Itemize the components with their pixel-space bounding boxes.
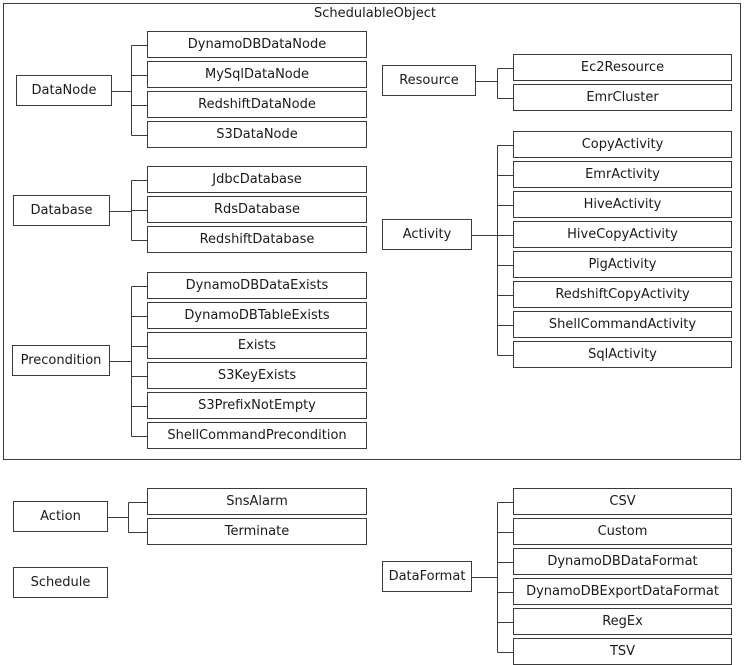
- node-dataformat-child-1[interactable]: Custom: [513, 518, 732, 545]
- node-precondition-child-4[interactable]: S3PrefixNotEmpty: [147, 392, 367, 419]
- node-resource-child-1[interactable]: EmrCluster: [513, 84, 732, 111]
- node-dataformat-child-4[interactable]: RegEx: [513, 608, 732, 635]
- node-label: EmrCluster: [586, 90, 659, 105]
- node-label: Database: [30, 203, 93, 218]
- node-label: ShellCommandPrecondition: [167, 428, 347, 443]
- node-label: RedshiftCopyActivity: [555, 287, 690, 302]
- node-label: RegEx: [602, 614, 643, 629]
- page-title: SchedulableObject: [314, 6, 436, 21]
- node-label: Exists: [237, 338, 277, 353]
- node-label: DynamoDBExportDataFormat: [526, 584, 719, 599]
- node-precondition-child-3[interactable]: S3KeyExists: [147, 362, 367, 389]
- node-action[interactable]: Action: [13, 501, 108, 532]
- node-activity-child-4[interactable]: PigActivity: [513, 251, 732, 278]
- node-label: CopyActivity: [581, 137, 664, 152]
- node-activity-child-7[interactable]: SqlActivity: [513, 341, 732, 368]
- node-label: EmrActivity: [585, 167, 660, 182]
- schedulable-object-frame: [3, 3, 741, 460]
- node-label: HiveCopyActivity: [567, 227, 678, 242]
- node-datanode-child-0[interactable]: DynamoDBDataNode: [147, 31, 367, 58]
- node-label: Action: [40, 509, 81, 524]
- node-label: Activity: [402, 227, 452, 242]
- node-database-child-2[interactable]: RedshiftDatabase: [147, 226, 367, 253]
- node-action-child-1[interactable]: Terminate: [147, 518, 367, 545]
- node-precondition-child-1[interactable]: DynamoDBTableExists: [147, 302, 367, 329]
- node-label: SnsAlarm: [226, 494, 288, 509]
- node-schedule[interactable]: Schedule: [13, 567, 108, 598]
- node-activity-child-6[interactable]: ShellCommandActivity: [513, 311, 732, 338]
- node-activity[interactable]: Activity: [382, 219, 472, 250]
- node-label: Precondition: [20, 353, 102, 368]
- node-label: SqlActivity: [588, 347, 657, 362]
- node-dataformat-child-5[interactable]: TSV: [513, 638, 732, 665]
- node-label: ShellCommandActivity: [548, 317, 697, 332]
- node-activity-child-1[interactable]: EmrActivity: [513, 161, 732, 188]
- node-datanode-child-3[interactable]: S3DataNode: [147, 121, 367, 148]
- node-label: TSV: [609, 644, 636, 659]
- node-precondition-child-5[interactable]: ShellCommandPrecondition: [147, 422, 367, 449]
- node-label: Custom: [597, 524, 648, 539]
- node-dataformat-child-2[interactable]: DynamoDBDataFormat: [513, 548, 732, 575]
- node-label: CSV: [609, 494, 636, 509]
- node-label: DynamoDBDataFormat: [547, 554, 698, 569]
- node-activity-child-3[interactable]: HiveCopyActivity: [513, 221, 732, 248]
- node-label: Terminate: [224, 524, 290, 539]
- node-label: HiveActivity: [583, 197, 662, 212]
- node-dataformat-child-0[interactable]: CSV: [513, 488, 732, 515]
- node-label: DynamoDBDataExists: [185, 278, 329, 293]
- node-resource[interactable]: Resource: [382, 65, 476, 96]
- node-label: S3KeyExists: [217, 368, 297, 383]
- node-database[interactable]: Database: [13, 195, 110, 226]
- node-resource-child-0[interactable]: Ec2Resource: [513, 54, 732, 81]
- node-activity-child-0[interactable]: CopyActivity: [513, 131, 732, 158]
- node-precondition[interactable]: Precondition: [12, 345, 110, 376]
- node-action-child-0[interactable]: SnsAlarm: [147, 488, 367, 515]
- node-label: DataFormat: [388, 569, 466, 584]
- node-label: DynamoDBTableExists: [184, 308, 330, 323]
- node-label: RdsDatabase: [213, 202, 301, 217]
- node-label: S3DataNode: [216, 127, 298, 142]
- node-label: DynamoDBDataNode: [187, 37, 327, 52]
- node-database-child-1[interactable]: RdsDatabase: [147, 196, 367, 223]
- node-activity-child-5[interactable]: RedshiftCopyActivity: [513, 281, 732, 308]
- node-datanode-child-2[interactable]: RedshiftDataNode: [147, 91, 367, 118]
- node-label: MySqlDataNode: [205, 67, 309, 82]
- node-label: Schedule: [30, 575, 91, 590]
- node-precondition-child-0[interactable]: DynamoDBDataExists: [147, 272, 367, 299]
- node-activity-child-2[interactable]: HiveActivity: [513, 191, 732, 218]
- node-database-child-0[interactable]: JdbcDatabase: [147, 166, 367, 193]
- node-label: RedshiftDataNode: [198, 97, 316, 112]
- node-dataformat[interactable]: DataFormat: [382, 561, 472, 592]
- node-label: RedshiftDatabase: [199, 232, 315, 247]
- node-label: S3PrefixNotEmpty: [198, 398, 316, 413]
- node-label: JdbcDatabase: [212, 172, 302, 187]
- node-dataformat-child-3[interactable]: DynamoDBExportDataFormat: [513, 578, 732, 605]
- node-label: DataNode: [31, 83, 97, 98]
- node-datanode-child-1[interactable]: MySqlDataNode: [147, 61, 367, 88]
- node-datanode[interactable]: DataNode: [16, 75, 112, 106]
- node-label: Resource: [399, 73, 459, 88]
- node-label: Ec2Resource: [580, 60, 665, 75]
- node-precondition-child-2[interactable]: Exists: [147, 332, 367, 359]
- node-label: PigActivity: [588, 257, 657, 272]
